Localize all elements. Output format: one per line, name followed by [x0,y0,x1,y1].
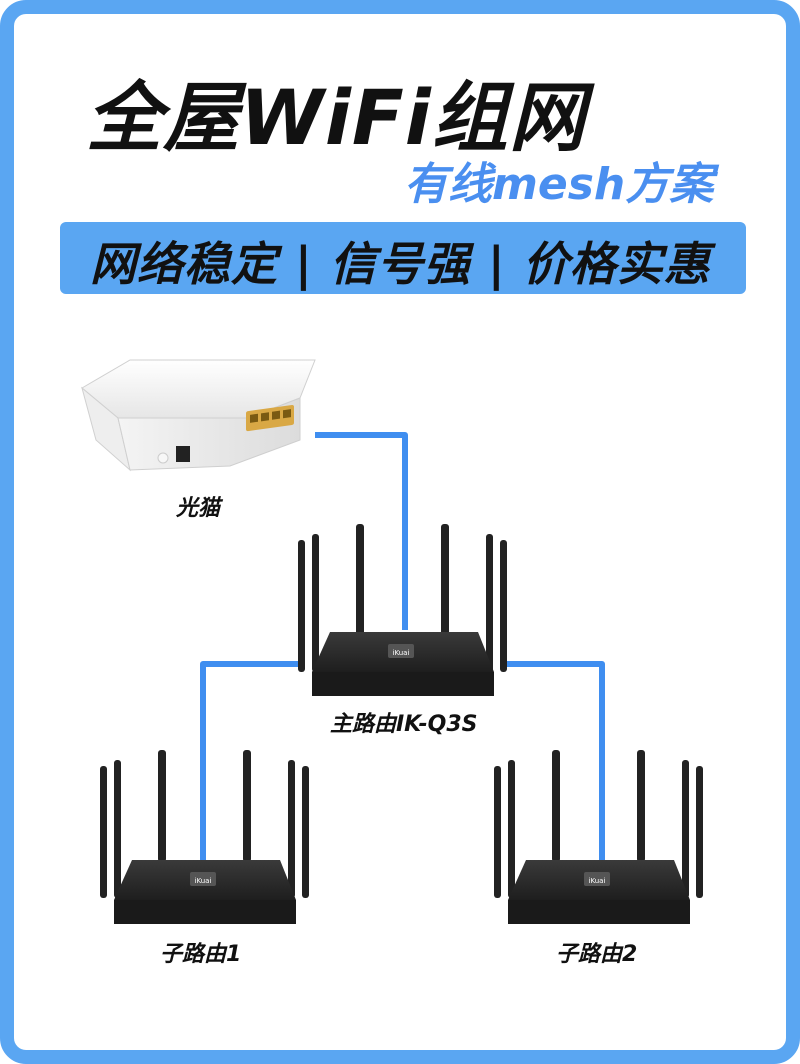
cable-modem-to-main [315,432,408,630]
sub-router-2-logo: iKuai [589,877,606,885]
feature-banner-text: 网络稳定 | 信号强 | 价格实惠 [90,237,711,291]
page-title: 全屋WiFi组网 [86,73,586,162]
cable-main-to-sub2 [505,661,605,860]
cable-main-to-sub1 [200,661,300,860]
sub-router-2-label: 子路由2 [556,942,638,967]
sub-router-1-label: 子路由1 [160,942,242,967]
sub-router-2-device: iKuai [494,750,703,924]
page-subtitle: 有线mesh方案 [404,159,714,210]
main-router-logo: iKuai [393,649,410,657]
modem-device [81,359,316,472]
sub-router-1-logo: iKuai [195,877,212,885]
modem-label: 光猫 [176,496,221,521]
sub-router-1-device: iKuai [100,750,309,924]
main-router-device: iKuai [298,524,507,696]
main-router-label: 主路由IK-Q3S [330,712,478,737]
feature-banner: 网络稳定 | 信号强 | 价格实惠 [60,222,746,294]
